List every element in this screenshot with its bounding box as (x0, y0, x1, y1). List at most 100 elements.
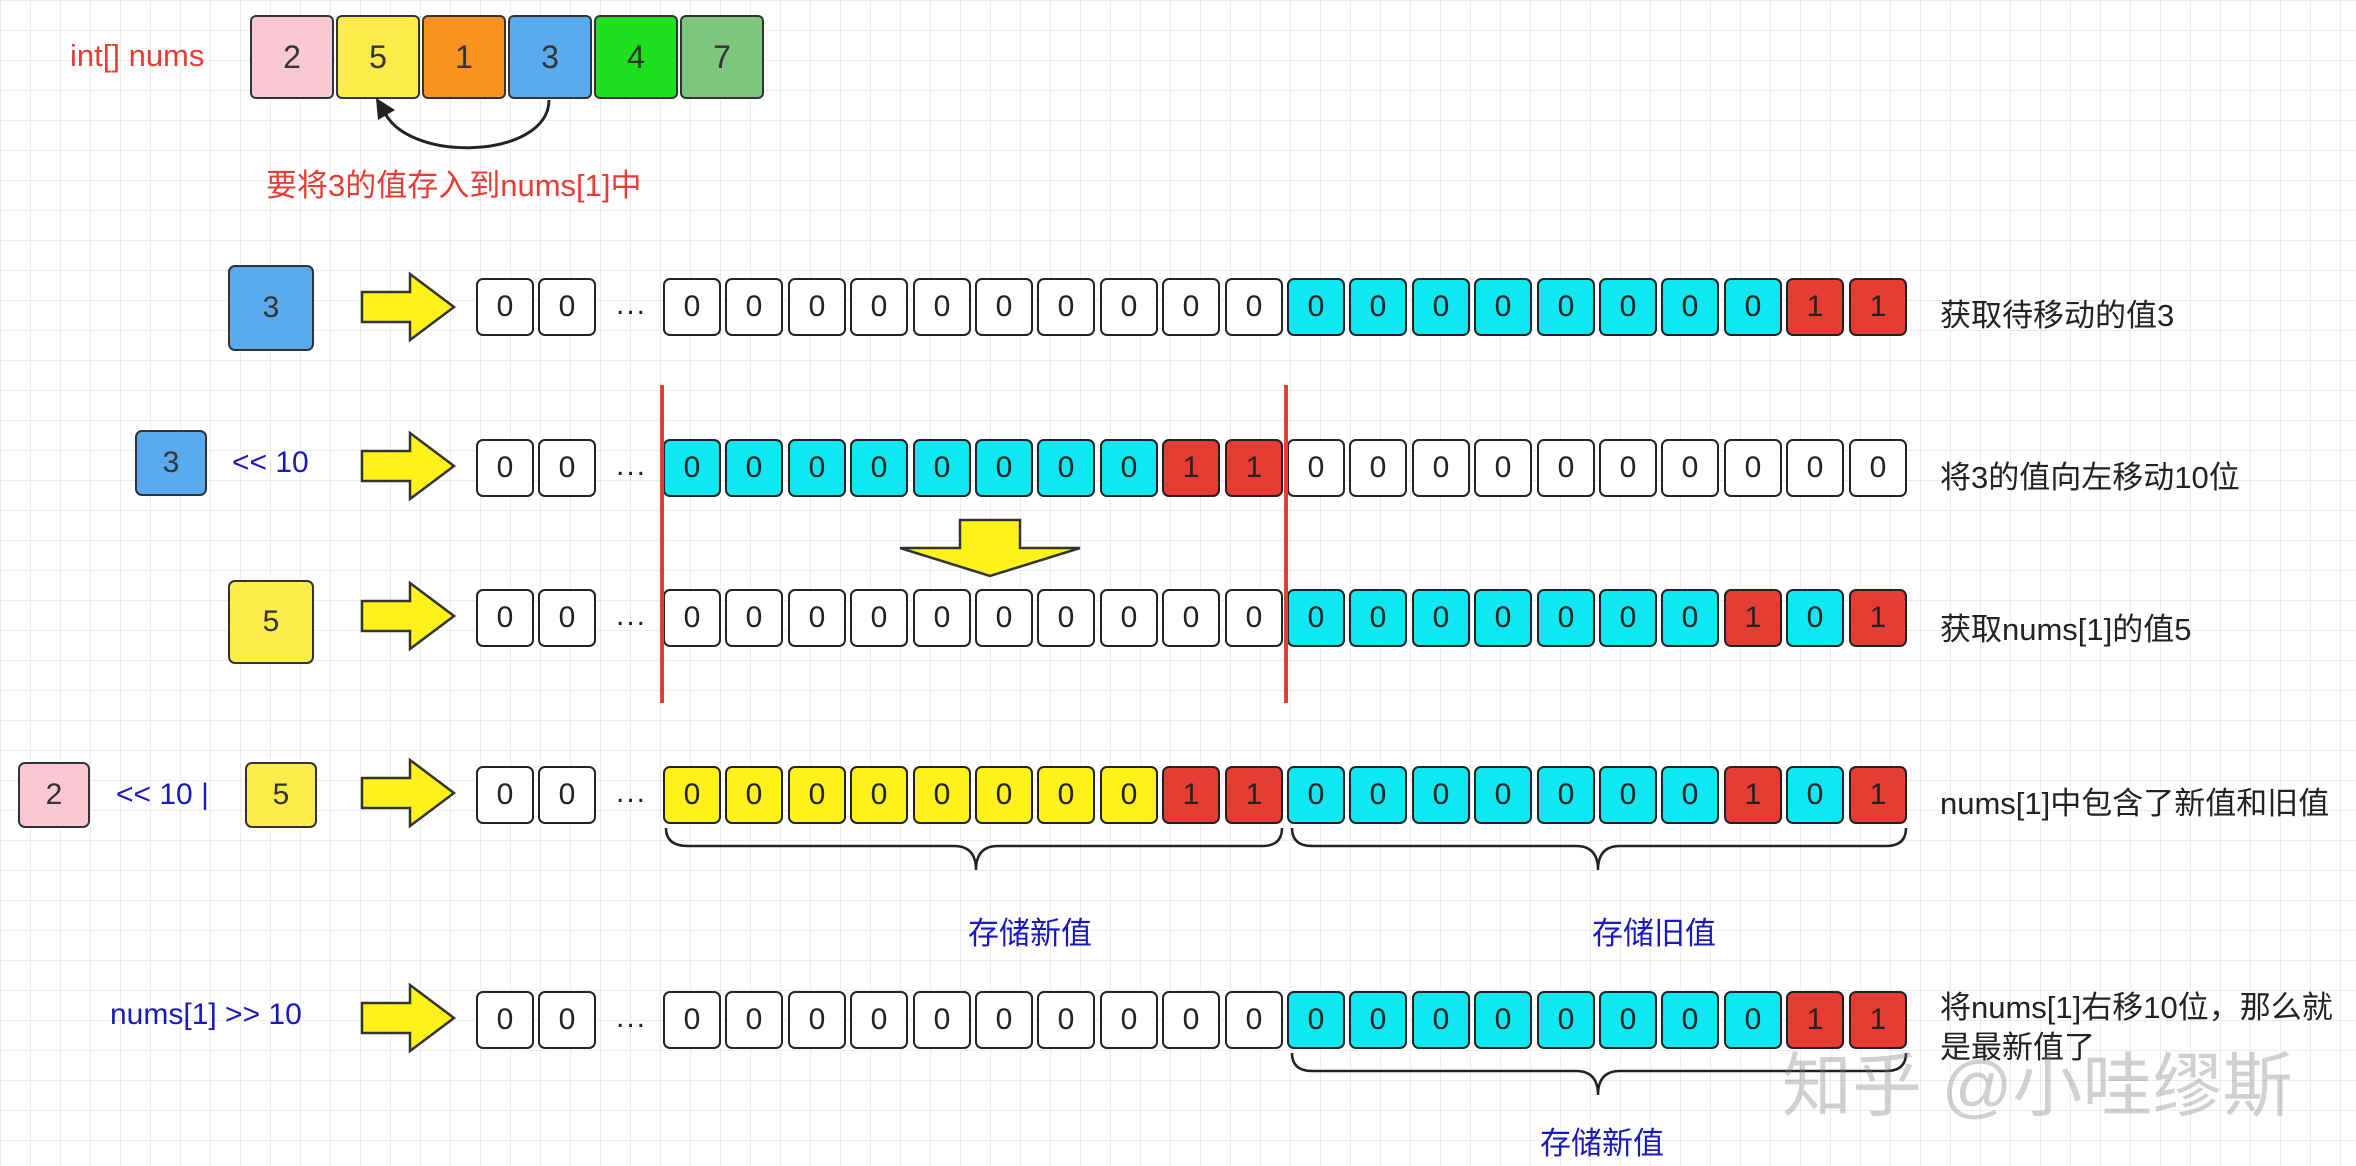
bit-cell: 0 (663, 278, 721, 336)
brace-new-value-bottom (1290, 1052, 1908, 1096)
bit-cell: 0 (663, 766, 721, 824)
prefix-bit: 0 (538, 766, 596, 824)
brace-label-new-bottom: 存储新值 (1540, 1126, 1664, 1161)
bit-cell: 1 (1225, 439, 1283, 497)
bit-cell: 0 (1849, 439, 1907, 497)
bit-cell: 0 (913, 278, 971, 336)
bit-cell: 1 (1849, 589, 1907, 647)
ellipsis: ... (616, 449, 648, 482)
bit-cell: 0 (788, 991, 846, 1049)
bit-cell: 0 (1412, 991, 1470, 1049)
bit-cell: 0 (1287, 766, 1345, 824)
bit-cell: 0 (1599, 766, 1657, 824)
bit-cell: 0 (1349, 439, 1407, 497)
bit-cell: 0 (1287, 991, 1345, 1049)
bit-cell: 0 (1537, 991, 1595, 1049)
brace-label-old: 存储旧值 (1592, 916, 1716, 951)
bit-cell: 0 (1162, 991, 1220, 1049)
bit-cell: 0 (1724, 278, 1782, 336)
nums-cell: 4 (594, 15, 678, 99)
bit-cell: 0 (1162, 589, 1220, 647)
bit-cell: 0 (1287, 589, 1345, 647)
bit-cell: 0 (913, 589, 971, 647)
bit-cell: 0 (975, 439, 1033, 497)
bit-cell: 0 (1786, 439, 1844, 497)
bit-cell: 0 (913, 766, 971, 824)
bit-cell: 0 (1412, 589, 1470, 647)
bit-cell: 0 (1412, 439, 1470, 497)
bit-cell: 0 (725, 439, 783, 497)
bit-cell: 0 (725, 278, 783, 336)
bit-cell: 0 (1661, 439, 1719, 497)
bit-cell: 0 (663, 991, 721, 1049)
brace-label-new: 存储新值 (968, 916, 1092, 951)
guide-line-right (1284, 385, 1288, 703)
bit-cell: 0 (1724, 991, 1782, 1049)
bit-cell: 0 (1537, 766, 1595, 824)
bit-cell: 1 (1724, 589, 1782, 647)
bit-cell: 0 (1225, 278, 1283, 336)
bit-cell: 0 (663, 589, 721, 647)
curved-arrow-head (376, 98, 395, 120)
bit-cell: 0 (850, 991, 908, 1049)
bit-cell: 1 (1849, 278, 1907, 336)
nums-cell: 3 (508, 15, 592, 99)
bit-cell: 0 (1349, 766, 1407, 824)
row3-operand: 5 (228, 580, 314, 664)
bit-cell: 0 (1599, 439, 1657, 497)
bit-cell: 0 (975, 278, 1033, 336)
bit-cell: 0 (1474, 991, 1532, 1049)
prefix-bit: 0 (476, 766, 534, 824)
bit-cell: 0 (1037, 991, 1095, 1049)
bit-cell: 0 (1100, 766, 1158, 824)
bit-cell: 1 (1849, 766, 1907, 824)
bit-cell: 0 (1162, 278, 1220, 336)
bit-cell: 0 (1225, 991, 1283, 1049)
right-arrow-icon (360, 580, 457, 652)
bit-cell: 0 (1599, 991, 1657, 1049)
bit-cell: 0 (1661, 991, 1719, 1049)
bit-cell: 1 (1162, 439, 1220, 497)
bit-cell: 0 (1037, 766, 1095, 824)
bit-cell: 0 (1412, 766, 1470, 824)
nums-cell: 7 (680, 15, 764, 99)
right-arrow-icon (360, 982, 457, 1054)
bit-cell: 0 (1474, 439, 1532, 497)
right-arrow-icon (360, 271, 457, 343)
bit-cell: 0 (1786, 589, 1844, 647)
right-arrow-icon (360, 430, 457, 502)
curved-move-arrow (380, 99, 551, 150)
row4-operand: 5 (245, 762, 317, 828)
array-label: int[] nums (70, 38, 205, 73)
bit-cell: 0 (788, 439, 846, 497)
bit-cell: 0 (850, 589, 908, 647)
bit-cell: 0 (1537, 589, 1595, 647)
bit-cell: 1 (1849, 991, 1907, 1049)
bit-cell: 1 (1724, 766, 1782, 824)
header-note: 要将3的值存入到nums[1]中 (266, 168, 642, 203)
bit-cell: 0 (1100, 991, 1158, 1049)
row2-expr: << 10 (232, 446, 309, 479)
bit-cell: 0 (1100, 278, 1158, 336)
bit-cell: 0 (1537, 278, 1595, 336)
row4-desc: nums[1]中包含了新值和旧值 (1940, 786, 2330, 821)
prefix-bit: 0 (476, 991, 534, 1049)
bit-cell: 0 (850, 439, 908, 497)
bit-cell: 0 (1474, 278, 1532, 336)
bit-cell: 0 (1537, 439, 1595, 497)
bit-cell: 0 (788, 278, 846, 336)
bit-cell: 0 (1474, 766, 1532, 824)
bit-cell: 0 (1349, 991, 1407, 1049)
prefix-bit: 0 (476, 278, 534, 336)
bit-cell: 0 (1599, 278, 1657, 336)
bit-cell: 0 (1349, 278, 1407, 336)
guide-line-left (660, 385, 664, 703)
bit-cell: 0 (975, 766, 1033, 824)
bit-cell: 0 (1661, 766, 1719, 824)
watermark: 知乎 @小哇缪斯 (1782, 1047, 2293, 1125)
bit-cell: 0 (850, 278, 908, 336)
brace-new-value (664, 827, 1284, 871)
row4-operand-left: 2 (18, 762, 90, 828)
ellipsis: ... (616, 1001, 648, 1034)
prefix-bit: 0 (538, 589, 596, 647)
